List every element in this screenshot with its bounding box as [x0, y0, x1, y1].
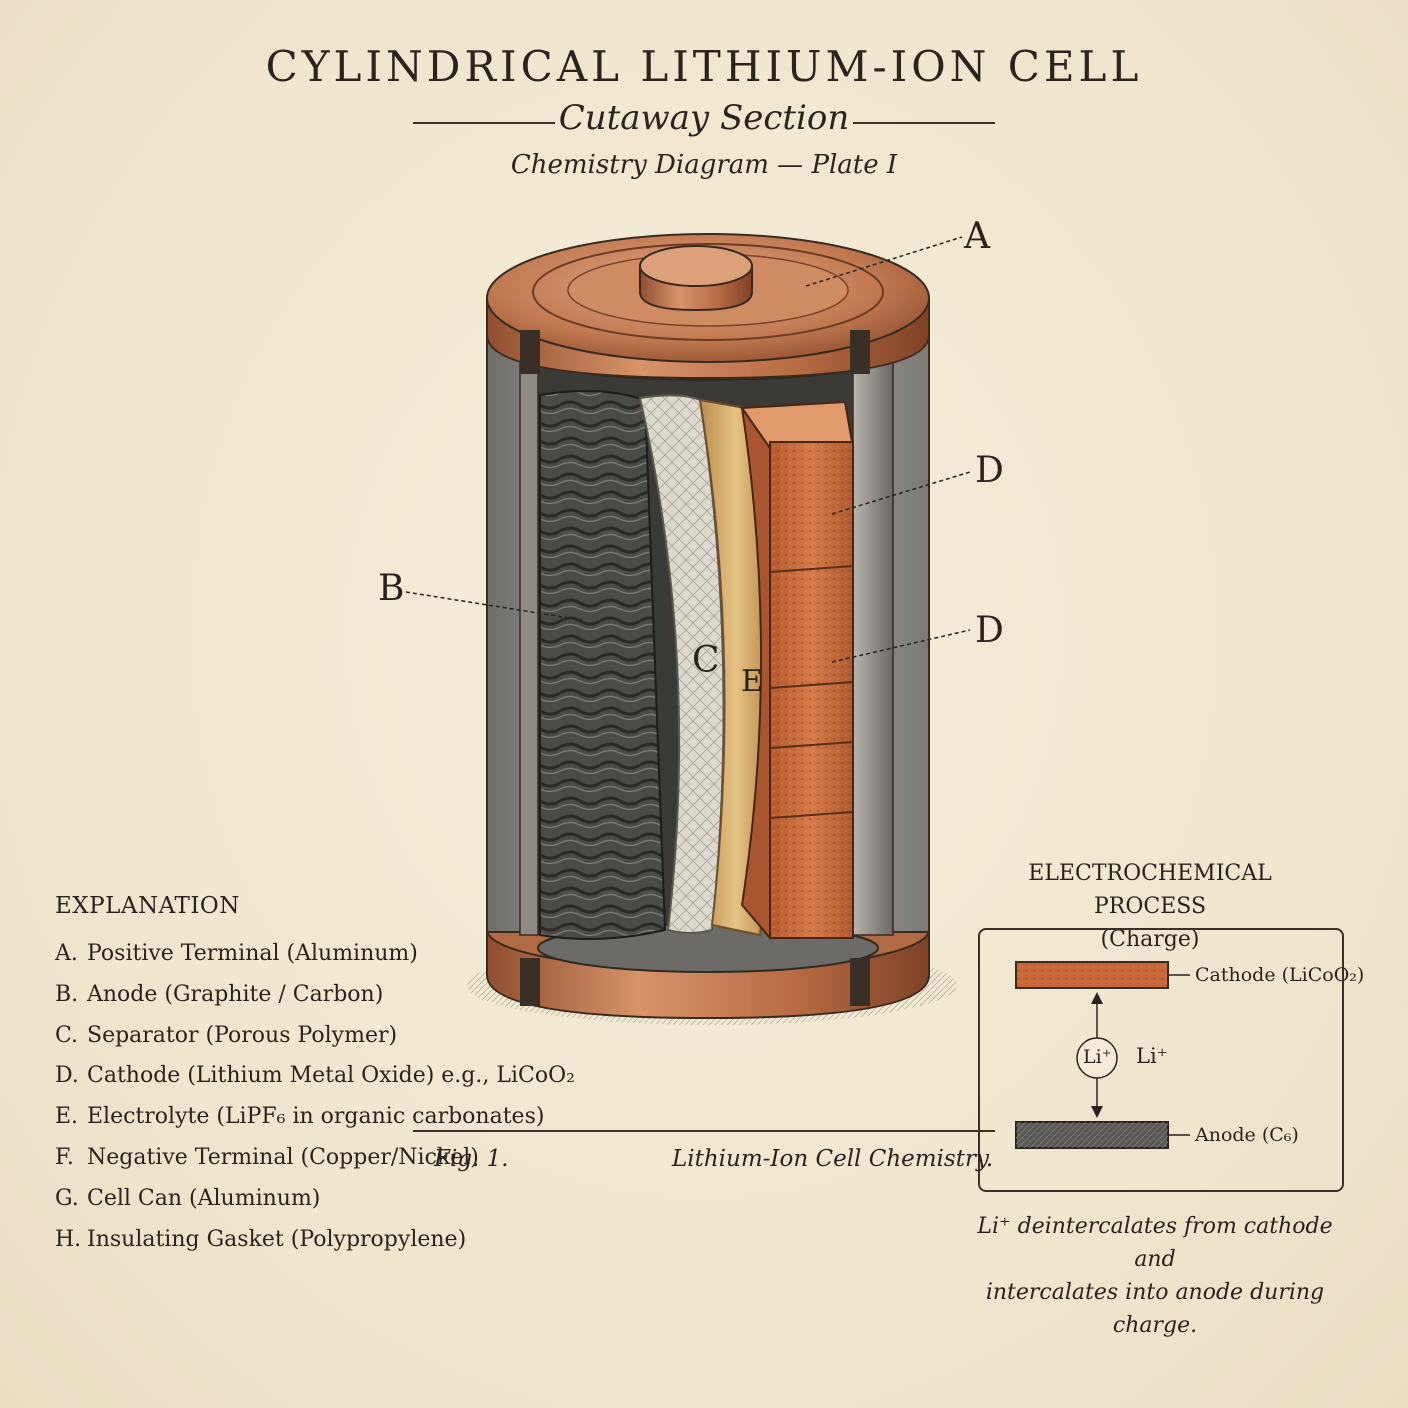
- explanation-item: B. Anode (Graphite / Carbon): [55, 975, 575, 1016]
- explanation-key: F.: [55, 1144, 74, 1170]
- explanation-text: Insulating Gasket (Polypropylene): [87, 1226, 467, 1252]
- explanation-text: Cathode (Lithium Metal Oxide) e.g., LiCo…: [87, 1063, 575, 1089]
- explanation-key: G.: [55, 1185, 79, 1211]
- explanation-item: C. Separator (Porous Polymer): [55, 1016, 575, 1057]
- figure-rule: [413, 1130, 995, 1132]
- process-note-line-2: intercalates into anode during charge.: [985, 1280, 1325, 1338]
- explanation-key: B.: [55, 981, 79, 1007]
- process-diagram-box: [978, 928, 1344, 1192]
- explanation-list: A. Positive Terminal (Aluminum) B. Anode (…: [55, 934, 575, 1260]
- plate-caption: Chemistry Diagram — Plate I: [510, 150, 898, 180]
- cathode-label: Cathode (LiCoO₂): [1195, 964, 1365, 986]
- explanation-key: H.: [55, 1226, 82, 1252]
- explanation-key: C.: [55, 1022, 79, 1048]
- subtitle-rule-left: [413, 122, 555, 124]
- page-title: CYLINDRICAL LITHIUM-ION CELL: [265, 42, 1143, 91]
- lithium-ion-circle-label: Li⁺: [1083, 1046, 1112, 1068]
- explanation-key: D.: [55, 1063, 79, 1089]
- explanation-text: Positive Terminal (Aluminum): [87, 941, 418, 966]
- subtitle-rule-right: [853, 122, 995, 124]
- callout-e: E: [741, 664, 763, 699]
- callout-b: B: [378, 568, 405, 609]
- explanation-key: A.: [55, 941, 78, 966]
- callout-d-upper: D: [975, 450, 1004, 491]
- explanation-text: Electrolyte (LiPF₆ in organic carbonates…: [87, 1104, 545, 1130]
- explanation-text: Separator (Porous Polymer): [87, 1022, 398, 1048]
- anode-label: Anode (C₆): [1195, 1124, 1299, 1146]
- process-note: Li⁺ deintercalates from cathode and inte…: [960, 1210, 1350, 1342]
- callout-c: C: [692, 640, 720, 681]
- explanation-key: E.: [55, 1104, 79, 1130]
- callout-d-lower: D: [975, 610, 1004, 651]
- process-subtitle: (Charge): [1100, 927, 1200, 952]
- explanation-item: H.Insulating Gasket (Polypropylene): [55, 1220, 575, 1261]
- process-title: ELECTROCHEMICAL PROCESS: [1028, 861, 1272, 919]
- explanation-item: D. Cathode (Lithium Metal Oxide) e.g., Li…: [55, 1056, 575, 1097]
- explanation-item: A. Positive Terminal (Aluminum): [55, 934, 575, 975]
- callout-a: A: [964, 216, 990, 257]
- process-heading: ELECTROCHEMICAL PROCESS (Charge): [975, 857, 1325, 956]
- explanation-item: F. Negative Terminal (Copper/Nickel): [55, 1138, 575, 1179]
- figure-number: Fig. 1.: [434, 1146, 509, 1172]
- explanation-item: G. Cell Can (Aluminum): [55, 1179, 575, 1220]
- explanation-heading: EXPLANATION: [55, 893, 240, 919]
- process-note-line-1: Li⁺ deintercalates from cathode and: [977, 1214, 1333, 1272]
- page-subtitle: Cutaway Section: [558, 98, 850, 138]
- explanation-text: Anode (Graphite / Carbon): [87, 981, 384, 1007]
- lithium-ion-label: Li⁺: [1136, 1044, 1168, 1068]
- explanation-text: Negative Terminal (Copper/Nickel): [87, 1144, 479, 1170]
- figure-caption: Lithium-Ion Cell Chemistry.: [672, 1146, 994, 1172]
- explanation-text: Cell Can (Aluminum): [87, 1185, 321, 1211]
- explanation-item: E. Electrolyte (LiPF₆ in organic carbonat…: [55, 1097, 575, 1138]
